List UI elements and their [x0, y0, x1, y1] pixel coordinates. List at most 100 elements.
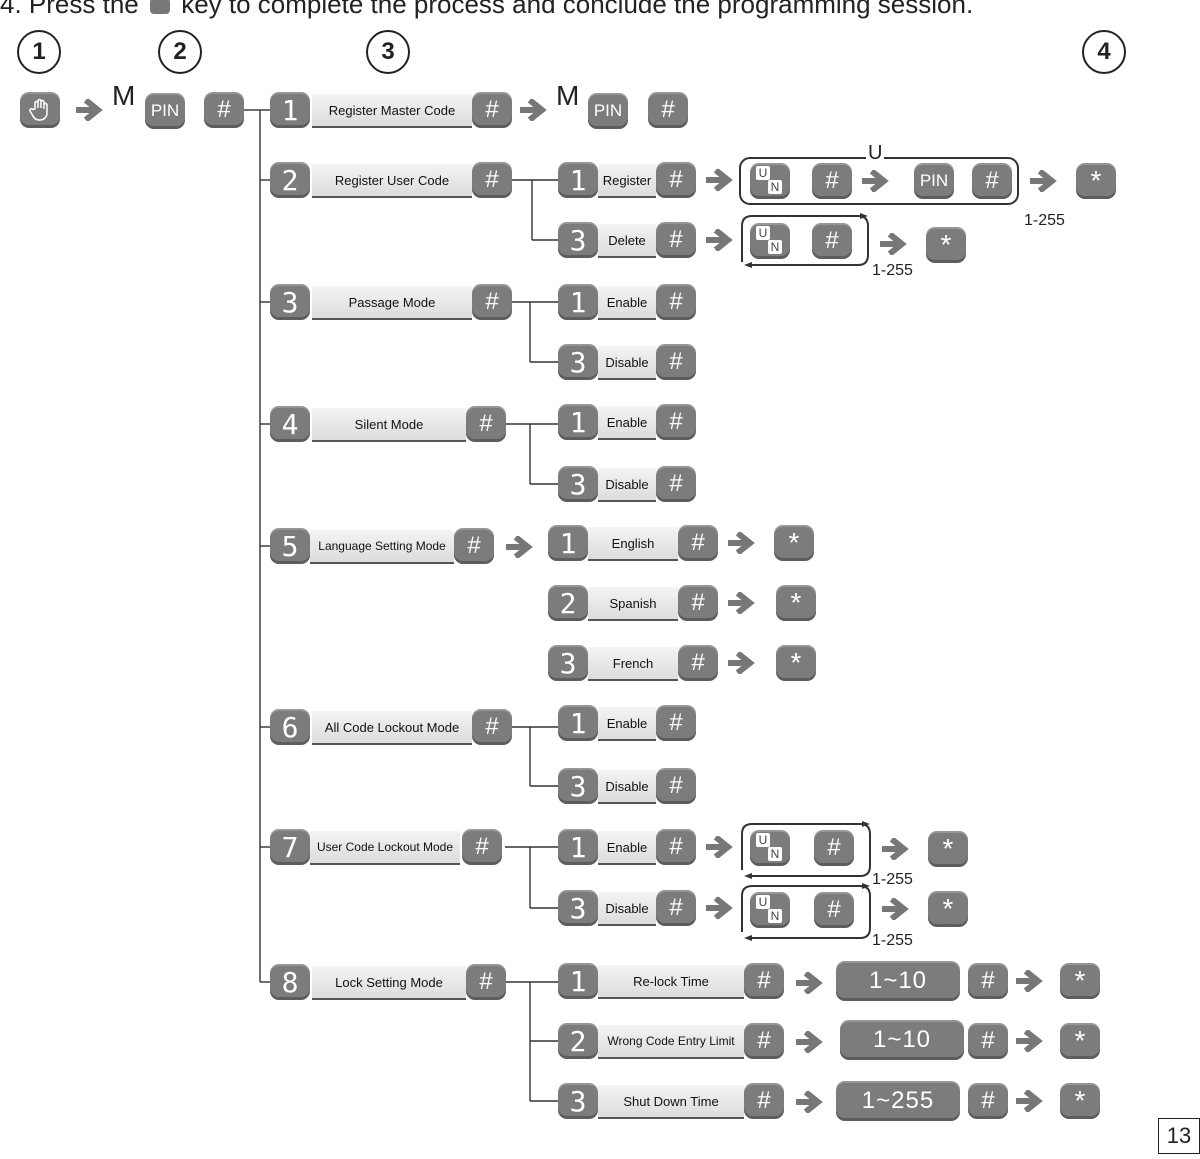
- sub-key-enable: 1: [558, 404, 598, 440]
- page-number: 13: [1158, 1118, 1200, 1154]
- hash-key: #: [472, 284, 512, 320]
- hash-key: #: [968, 1023, 1008, 1059]
- sub-label-enable: Enable: [598, 406, 656, 440]
- user-range-label: 1-255: [872, 871, 913, 888]
- sub-key-disable: 3: [558, 466, 598, 502]
- arrow-right-icon: [706, 169, 733, 191]
- hash-key: #: [656, 890, 696, 926]
- un-bottom: N: [768, 240, 782, 254]
- star-key: *: [776, 585, 816, 621]
- sub-key-enable: 1: [558, 284, 598, 320]
- hash-key: #: [656, 404, 696, 440]
- hash-key: #: [968, 963, 1008, 999]
- pin-key: PIN: [145, 93, 185, 129]
- un-top: U: [756, 226, 770, 240]
- un-top: U: [756, 166, 770, 180]
- sub-label-relock: Re-lock Time: [598, 965, 744, 999]
- sub-key-enable: 1: [558, 705, 598, 741]
- sub-key-spanish: 2: [548, 585, 588, 621]
- sub-label-shutdown: Shut Down Time: [598, 1085, 744, 1119]
- hash-key: #: [814, 830, 854, 866]
- user-range-label: 1-255: [872, 262, 913, 279]
- arrow-right-icon: [728, 652, 755, 674]
- sub-label-disable: Disable: [598, 892, 656, 926]
- menu-label-language: Language Setting Mode: [310, 530, 454, 564]
- menu-key-7: 7: [270, 829, 310, 865]
- master-m-label: M: [112, 80, 136, 111]
- sub-label-enable: Enable: [598, 707, 656, 741]
- sub-key-enable: 1: [558, 829, 598, 865]
- un-bottom: N: [768, 847, 782, 861]
- menu-label-lock-setting: Lock Setting Mode: [312, 966, 466, 1000]
- star-key: *: [926, 227, 966, 263]
- arrow-right-icon: [506, 536, 533, 558]
- hash-key: #: [678, 525, 718, 561]
- hash-key: #: [648, 92, 688, 128]
- menu-key-5: 5: [270, 528, 310, 564]
- sub-label-spanish: Spanish: [588, 587, 678, 621]
- sub-label-disable: Disable: [598, 468, 656, 502]
- arrow-right-icon: [796, 972, 823, 994]
- sub-key-disable: 3: [558, 768, 598, 804]
- sub-key-wrong-code: 2: [558, 1023, 598, 1059]
- menu-label-passage: Passage Mode: [312, 286, 472, 320]
- step-1-circle: 1: [17, 30, 61, 74]
- hash-key: #: [744, 1023, 784, 1059]
- arrow-right-icon: [76, 99, 103, 121]
- pin-key: PIN: [588, 93, 628, 129]
- step-2-circle: 2: [158, 30, 202, 74]
- menu-label-silent: Silent Mode: [312, 408, 466, 442]
- arrow-right-icon: [1030, 170, 1057, 192]
- hash-key: #: [462, 829, 502, 865]
- shutdown-range-key: 1~255: [836, 1081, 960, 1121]
- sub-label-disable: Disable: [598, 346, 656, 380]
- star-key: *: [1076, 163, 1116, 199]
- hash-key: #: [466, 964, 506, 1000]
- sub-key-delete: 3: [558, 222, 598, 258]
- menu-key-2: 2: [270, 162, 310, 198]
- star-key: *: [1060, 1023, 1100, 1059]
- relock-range-key: 1~10: [836, 961, 960, 1001]
- hash-key: #: [744, 1083, 784, 1119]
- menu-key-1: 1: [270, 92, 310, 128]
- user-u-label: U: [866, 142, 885, 165]
- arrow-right-icon: [880, 233, 907, 255]
- hash-key: #: [656, 222, 696, 258]
- instruction-text: 4. Press the key to complete the process…: [0, 0, 973, 20]
- instruction-pre: 4. Press the: [0, 0, 139, 19]
- hash-key: #: [454, 528, 494, 564]
- hash-key: #: [204, 92, 244, 128]
- un-top: U: [756, 833, 770, 847]
- arrow-right-icon: [728, 592, 755, 614]
- sub-key-disable: 3: [558, 890, 598, 926]
- arrow-right-icon: [1016, 970, 1043, 992]
- arrow-right-icon: [706, 897, 733, 919]
- hash-key: #: [656, 768, 696, 804]
- hash-key: #: [656, 705, 696, 741]
- menu-label-all-code-lockout: All Code Lockout Mode: [312, 711, 472, 745]
- hash-key: #: [678, 585, 718, 621]
- menu-label-register-master: Register Master Code: [312, 94, 472, 128]
- sub-key-shutdown: 3: [558, 1083, 598, 1119]
- master-m-label: M: [556, 80, 580, 111]
- un-bottom: N: [768, 909, 782, 923]
- arrow-right-icon: [1016, 1030, 1043, 1052]
- hash-key: #: [656, 829, 696, 865]
- menu-key-3: 3: [270, 284, 310, 320]
- sub-label-wrong-code: Wrong Code Entry Limit: [598, 1025, 744, 1059]
- star-key: *: [776, 645, 816, 681]
- star-key: *: [1060, 963, 1100, 999]
- arrow-right-icon: [796, 1031, 823, 1053]
- sub-key-english: 1: [548, 525, 588, 561]
- sub-label-french: French: [588, 647, 678, 681]
- un-bottom: N: [768, 180, 782, 194]
- arrow-right-icon: [1016, 1090, 1043, 1112]
- star-key: *: [928, 891, 968, 927]
- pin-key: PIN: [914, 163, 954, 199]
- menu-label-register-user: Register User Code: [312, 164, 472, 198]
- sub-label-register: Register: [598, 164, 656, 198]
- sub-label-enable: Enable: [598, 831, 656, 865]
